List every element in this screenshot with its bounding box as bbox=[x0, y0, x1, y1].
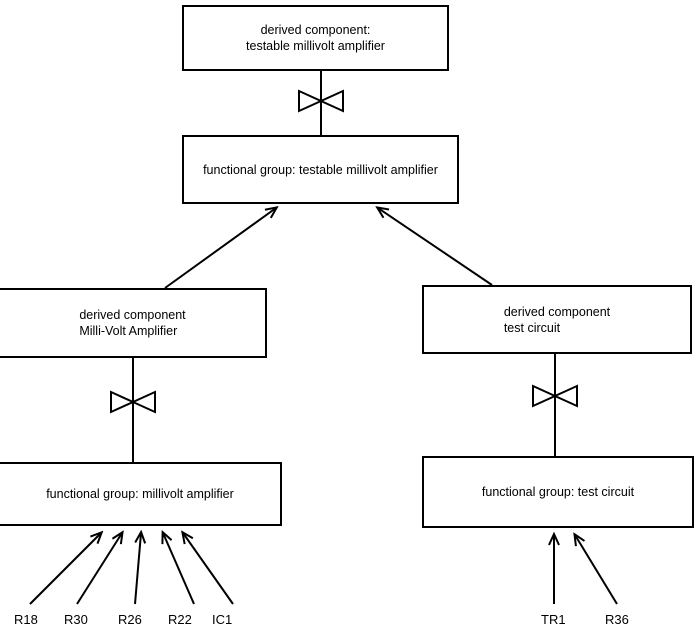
arrow-milli-volt-amplifier-to-fg-testable bbox=[164, 208, 276, 289]
arrow-ic1 bbox=[183, 533, 234, 605]
leaf-label-r36: R36 bbox=[605, 612, 629, 627]
bowtie-icon-right bbox=[532, 384, 578, 408]
node-derived-testable-millivolt-amplifier[interactable]: derived component: testable millivolt am… bbox=[182, 5, 449, 71]
node-label: derived component Milli-Volt Amplifier bbox=[79, 308, 186, 338]
arrow-r22 bbox=[163, 533, 195, 605]
node-derived-test-circuit[interactable]: derived component test circuit bbox=[422, 285, 692, 354]
leaf-label-r30: R30 bbox=[64, 612, 88, 627]
arrow-r36 bbox=[575, 535, 618, 605]
leaf-label-r18: R18 bbox=[14, 612, 38, 627]
leaf-label-r26: R26 bbox=[118, 612, 142, 627]
node-derived-milli-volt-amplifier[interactable]: derived component Milli-Volt Amplifier bbox=[0, 288, 267, 358]
node-fg-test-circuit[interactable]: functional group: test circuit bbox=[422, 456, 694, 528]
node-label: derived component: testable millivolt am… bbox=[246, 23, 385, 53]
bowtie-icon-top bbox=[298, 89, 344, 113]
leaf-label-ic1: IC1 bbox=[212, 612, 233, 627]
arrow-r18 bbox=[29, 533, 101, 605]
node-label: functional group: testable millivolt amp… bbox=[203, 162, 438, 177]
leaf-label-r22: R22 bbox=[168, 612, 192, 627]
arrow-r26 bbox=[134, 533, 141, 605]
arrow-test-circuit-to-fg-testable bbox=[378, 208, 493, 286]
node-fg-testable-millivolt-amplifier[interactable]: functional group: testable millivolt amp… bbox=[182, 135, 459, 204]
node-label: functional group: test circuit bbox=[481, 485, 635, 499]
leaf-label-tr1: TR1 bbox=[541, 612, 566, 627]
node-fg-millivolt-amplifier[interactable]: functional group: millivolt amplifier bbox=[0, 462, 282, 526]
node-label: derived component test circuit bbox=[503, 304, 611, 335]
bowtie-icon-left bbox=[110, 390, 156, 414]
arrow-r30 bbox=[76, 533, 122, 605]
node-label: functional group: millivolt amplifier bbox=[46, 487, 234, 501]
